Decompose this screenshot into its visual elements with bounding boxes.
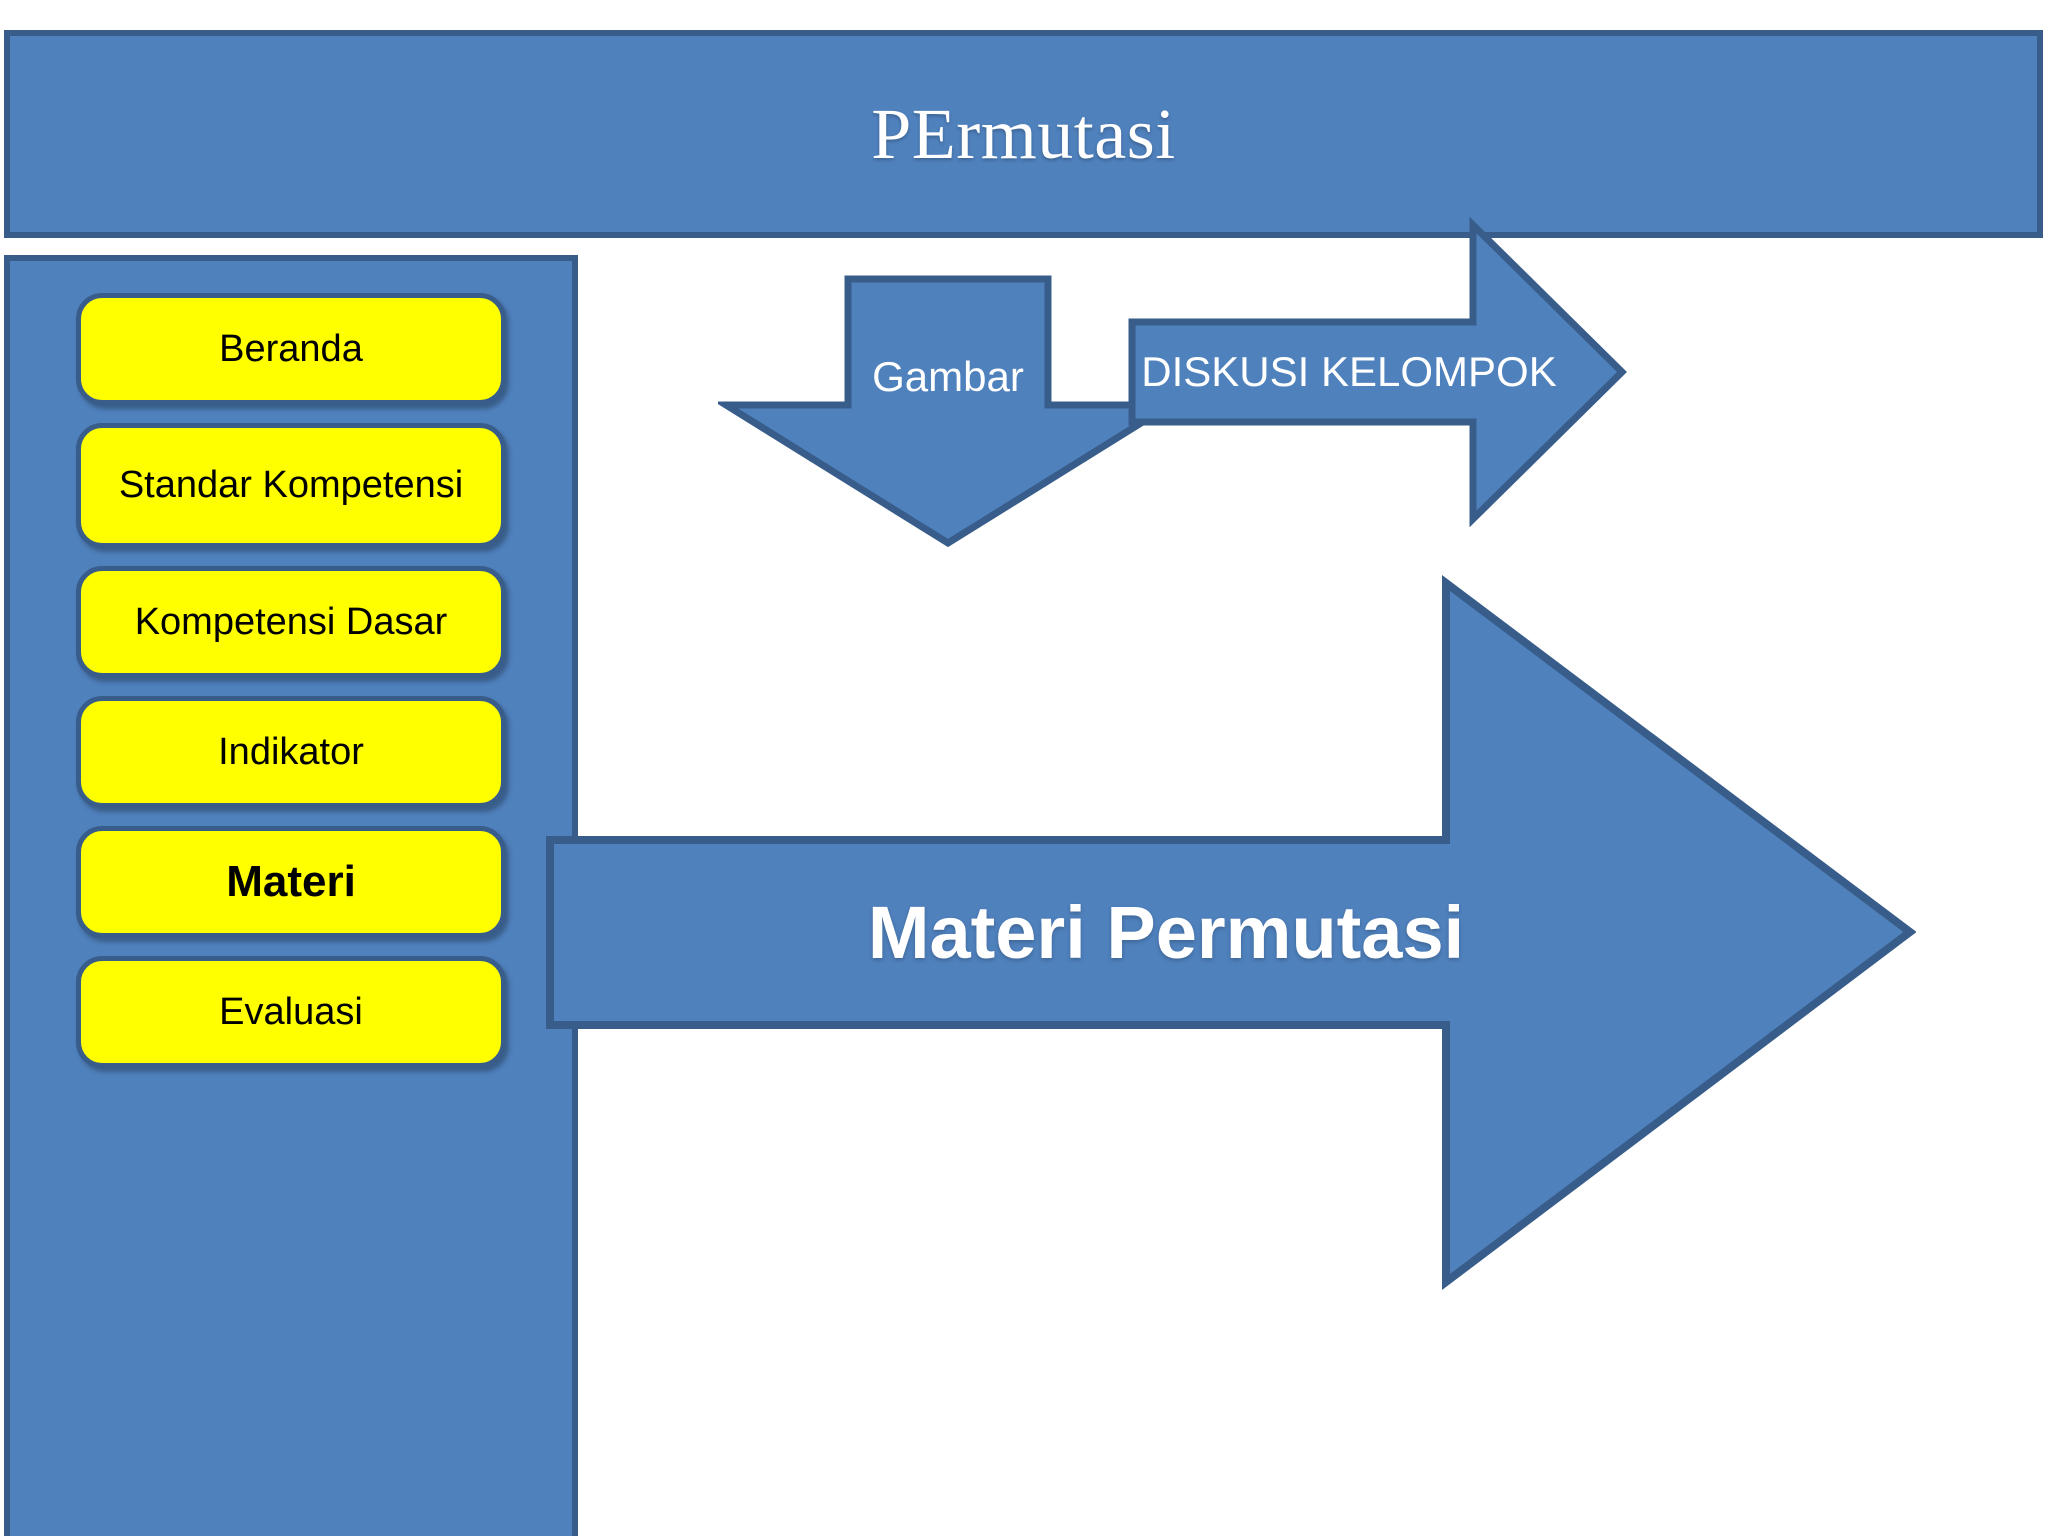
sidebar-item-evaluasi[interactable]: Evaluasi	[76, 956, 506, 1068]
sidebar-item-materi[interactable]: Materi	[76, 826, 506, 938]
materi-permutasi-arrow-button[interactable]: Materi Permutasi	[546, 575, 1916, 1290]
sidebar-item-beranda[interactable]: Beranda	[76, 293, 506, 405]
diskusi-kelompok-arrow-button[interactable]: DISKUSI KELOMPOK	[1128, 217, 1628, 527]
title-banner: PErmutasi	[4, 30, 2043, 238]
arrow-down-icon	[718, 275, 1178, 548]
sidebar-item-label: Kompetensi Dasar	[134, 600, 448, 643]
sidebar-item-label: Indikator	[218, 730, 364, 773]
gambar-down-arrow-button[interactable]: Gambar	[718, 275, 1178, 550]
arrow-right-icon	[546, 575, 1916, 1290]
arrow-right-icon	[1128, 217, 1627, 527]
sidebar-item-standar-kompetensi[interactable]: Standar Kompetensi	[76, 423, 506, 548]
sidebar-item-label: Beranda	[219, 327, 363, 370]
sidebar-nav-panel: Beranda Standar Kompetensi Kompetensi Da…	[4, 255, 578, 1536]
sidebar-item-indikator[interactable]: Indikator	[76, 696, 506, 808]
sidebar-item-label: Materi	[226, 857, 356, 907]
page-title: PErmutasi	[871, 94, 1176, 174]
slide-content-area: Gambar DISKUSI KELOMPOK Materi Permutasi	[546, 217, 2048, 1536]
sidebar-item-label: Evaluasi	[219, 990, 363, 1033]
sidebar-item-label: Standar Kompetensi	[118, 464, 464, 507]
sidebar-item-kompetensi-dasar[interactable]: Kompetensi Dasar	[76, 566, 506, 678]
